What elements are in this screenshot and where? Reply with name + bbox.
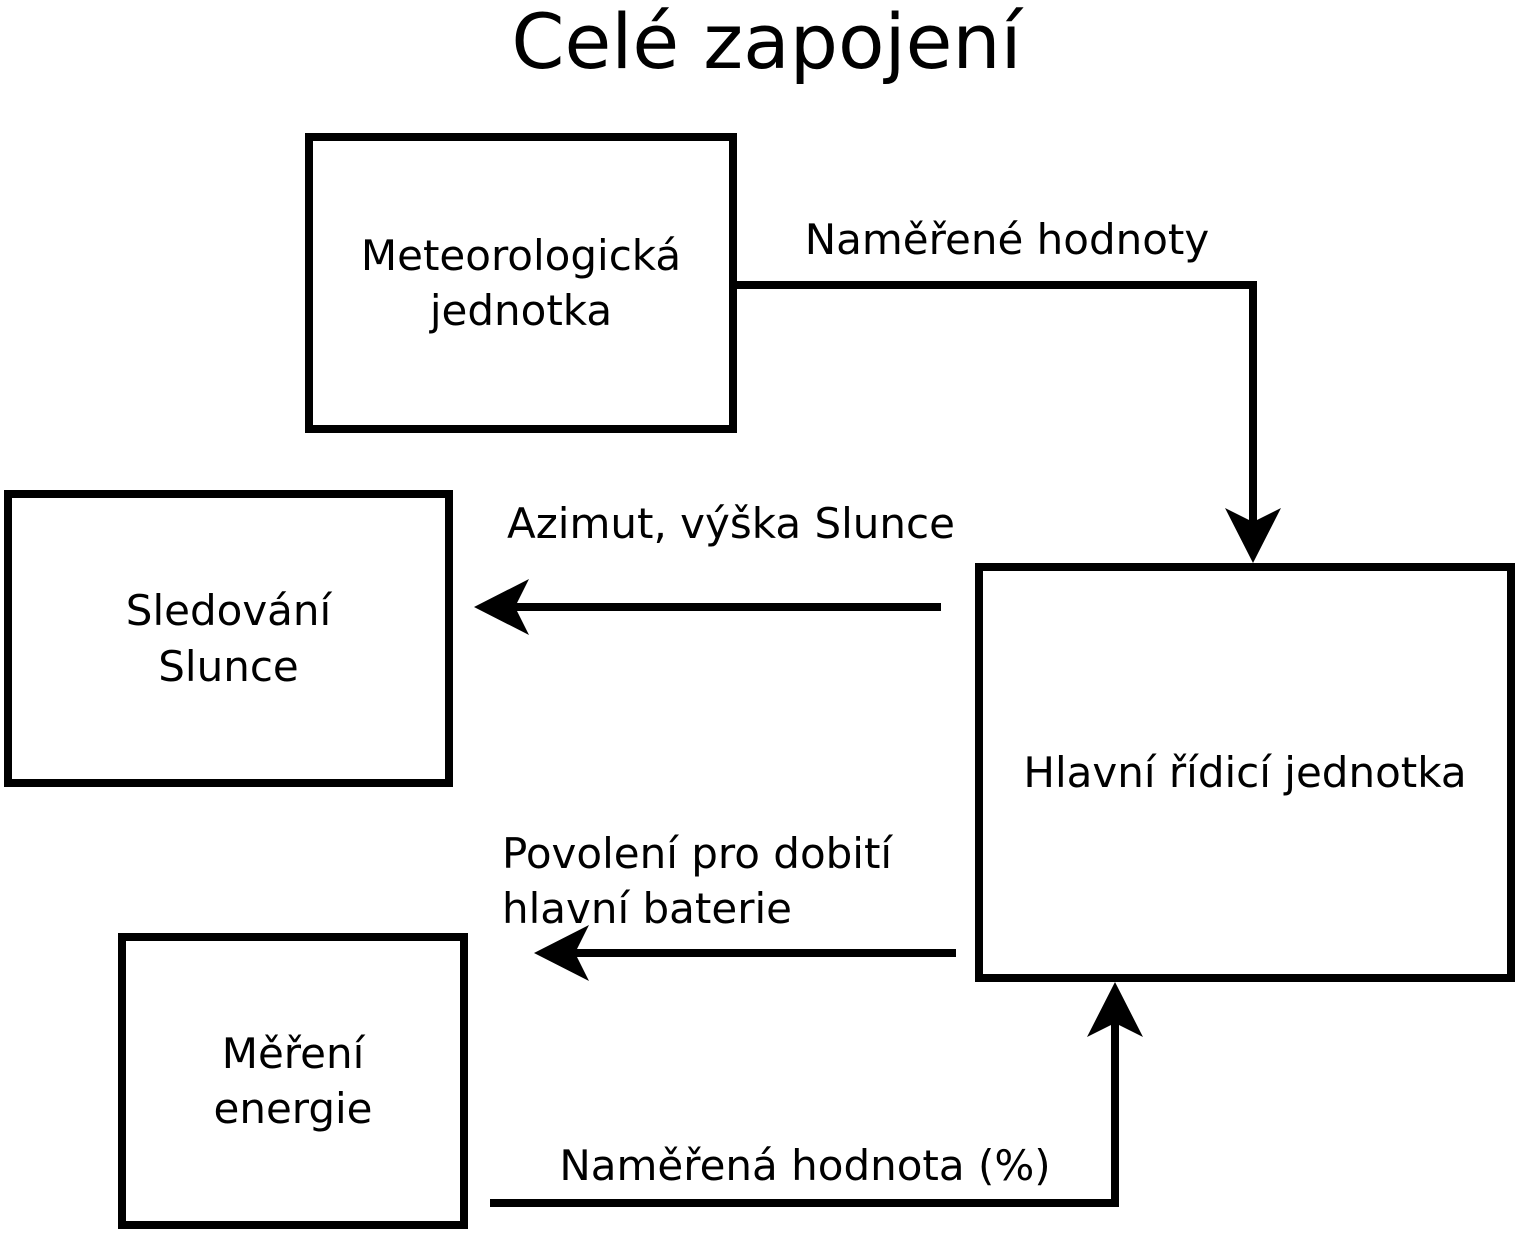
- edge-meteo-to-main-line: [737, 281, 1257, 525]
- edge-meteo-to-main-arrowhead: [1225, 508, 1281, 563]
- edge-label-namerene-hodnoty: Naměřené hodnoty: [804, 215, 1210, 264]
- edge-main-to-sun-arrowhead: [474, 579, 529, 635]
- edge-label-azimut-vyska-slunce: Azimut, výška Slunce: [507, 499, 955, 548]
- box-label-line: Meteorologická: [360, 230, 682, 280]
- edge-label-line: hlavní baterie: [502, 884, 793, 934]
- box-label-line: Slunce: [158, 641, 299, 691]
- box-hlavni-ridici-jednotka: Hlavní řídicí jednotka: [975, 563, 1515, 982]
- edge-label-namerena-hodnota-procenta: Naměřená hodnota (%): [559, 1141, 1051, 1190]
- box-label-line: Sledování: [125, 586, 332, 636]
- box-label-line: Hlavní řídicí jednotka: [1023, 747, 1467, 797]
- edge-label-povoleni-pro-dobiti: Povolení pro dobití hlavní baterie: [502, 826, 892, 936]
- box-label-line: Měření: [221, 1028, 365, 1078]
- box-label-line: energie: [213, 1084, 373, 1133]
- box-meteorologicka-jednotka: Meteorologická jednotka: [305, 133, 737, 433]
- box-sledovani-slunce: Sledování Slunce: [4, 490, 453, 787]
- edge-label-line: Povolení pro dobití: [502, 829, 893, 878]
- box-label-line: jednotka: [429, 286, 613, 335]
- edge-energy-to-main-arrowhead: [1087, 982, 1143, 1037]
- box-mereni-energie: Měření energie: [118, 933, 468, 1229]
- diagram-title: Celé zapojení: [511, 0, 1022, 86]
